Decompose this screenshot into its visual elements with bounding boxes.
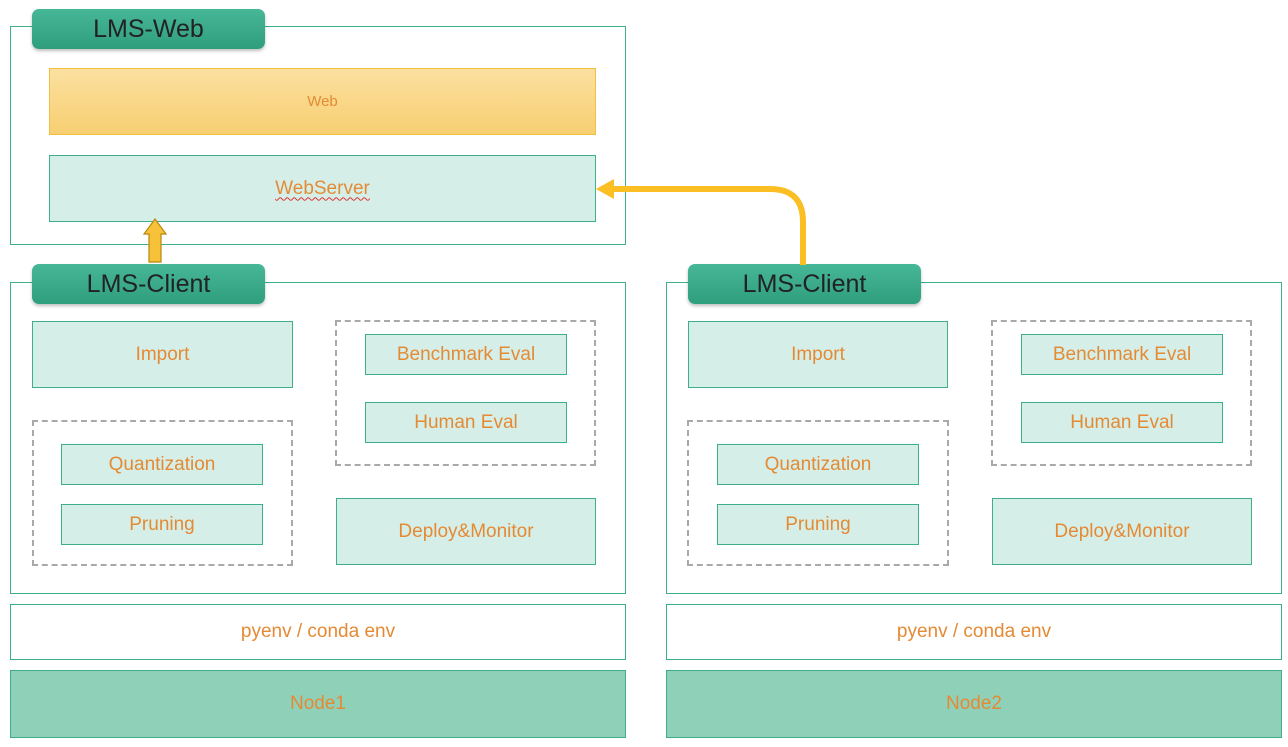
client-2-compression-group [687,420,949,566]
client-1-deploy-monitor-box: Deploy&Monitor [336,498,596,565]
webserver-box: WebServer [49,155,596,222]
client-1-import-box: Import [32,321,293,388]
web-box: Web [49,68,596,135]
lms-client-1-title: LMS-Client [32,264,265,304]
client-2-benchmark-eval-box: Benchmark Eval [1021,334,1223,375]
client-1-pruning-box: Pruning [61,504,263,545]
lms-web-title: LMS-Web [32,9,265,49]
client-2-import-box: Import [688,321,948,388]
client-2-deploy-monitor-box: Deploy&Monitor [992,498,1252,565]
client-2-eval-group [991,320,1252,466]
client-1-human-eval-box: Human Eval [365,402,567,443]
webserver-label: WebServer [275,177,370,199]
node-2-box: Node2 [666,670,1282,738]
client-1-to-webserver-arrow [142,217,168,263]
client-1-quantization-box: Quantization [61,444,263,485]
client-1-benchmark-eval-box: Benchmark Eval [365,334,567,375]
client-1-eval-group [335,320,596,466]
client-2-env-box: pyenv / conda env [666,604,1282,660]
client-1-env-box: pyenv / conda env [10,604,626,660]
client-1-compression-group [32,420,293,566]
client-2-quantization-box: Quantization [717,444,919,485]
lms-client-2-title: LMS-Client [688,264,921,304]
client-2-to-webserver-arrow [596,179,806,265]
client-2-human-eval-box: Human Eval [1021,402,1223,443]
client-2-pruning-box: Pruning [717,504,919,545]
node-1-box: Node1 [10,670,626,738]
